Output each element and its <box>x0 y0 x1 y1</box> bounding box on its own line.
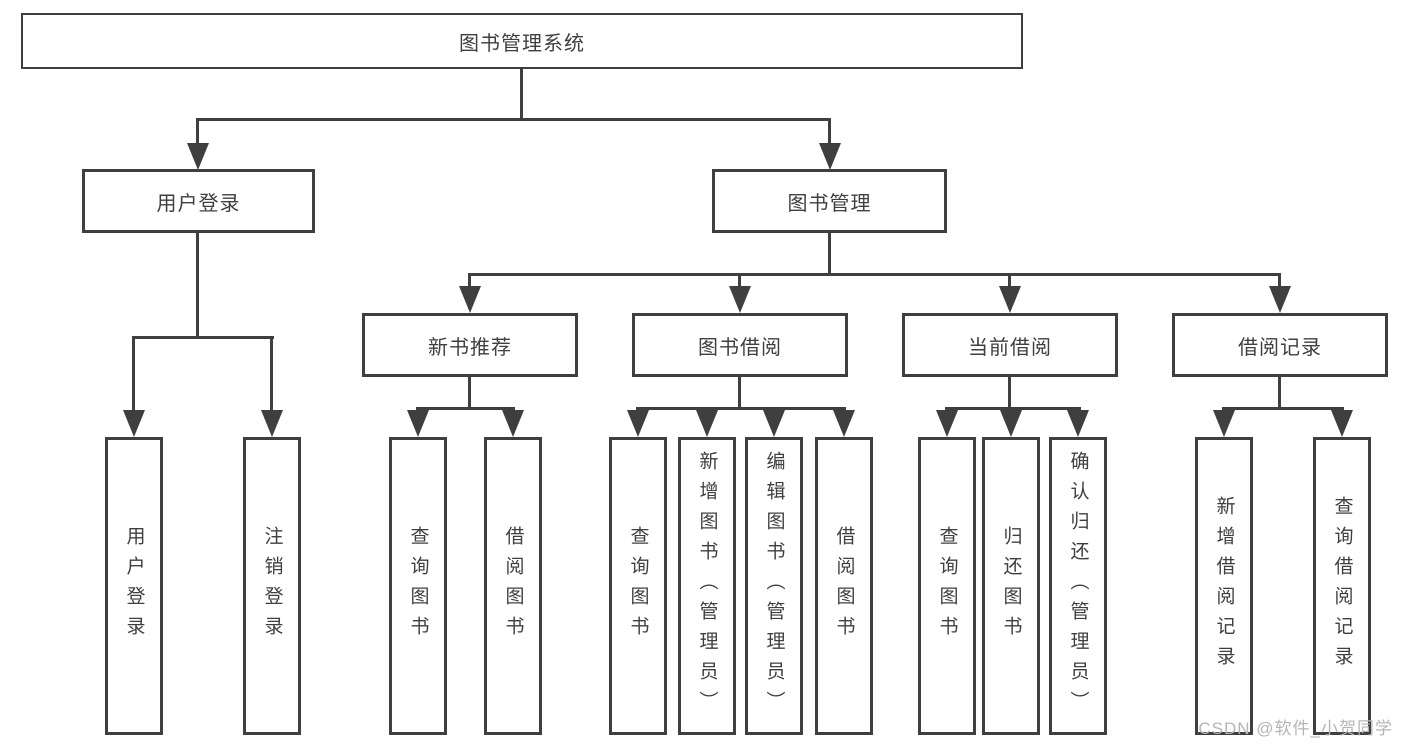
arrowhead-down-icon <box>1000 410 1022 437</box>
leaf-return-books: 归还图书 <box>982 437 1040 735</box>
arrowhead-down-icon <box>833 410 855 437</box>
leaf-label: 归还图书 <box>1000 526 1022 646</box>
leaf-borrow-books: 借阅图书 <box>815 437 873 735</box>
leaf-borrow-books-recommendation: 借阅图书 <box>484 437 542 735</box>
leaf-edit-books-admin: 编辑图书（管理员） <box>745 437 803 735</box>
leaf-query-books-recommendation: 查询图书 <box>389 437 447 735</box>
leaf-label: 查询图书 <box>627 526 649 646</box>
connector-line <box>1222 407 1344 410</box>
csdn-watermark: CSDN @软件_小贺同学 <box>1198 719 1393 738</box>
leaf-confirm-return-admin: 确认归还（管理员） <box>1049 437 1107 735</box>
arrowhead-down-icon <box>696 410 718 437</box>
connector-line <box>270 336 273 412</box>
leaf-query-books-borrowing: 查询图书 <box>609 437 667 735</box>
connector-line <box>468 273 1281 276</box>
leaf-logout: 注销登录 <box>243 437 301 735</box>
arrowhead-down-icon <box>502 410 524 437</box>
connector-line <box>416 407 515 410</box>
node-label: 图书管理系统 <box>459 32 585 55</box>
arrowhead-down-icon <box>187 143 209 170</box>
connector-line <box>132 336 274 339</box>
connector-line <box>196 118 831 121</box>
leaf-label: 用户登录 <box>123 526 145 646</box>
connector-line <box>738 273 741 290</box>
node-label: 用户登录 <box>156 192 241 215</box>
arrowhead-down-icon <box>1067 410 1089 437</box>
connector-line <box>196 118 199 146</box>
leaf-label: 新增图书（管理员） <box>696 451 718 721</box>
connector-line <box>1278 377 1281 410</box>
leaf-add-books-admin: 新增图书（管理员） <box>678 437 736 735</box>
node-library-management-system: 图书管理系统 <box>21 13 1023 69</box>
arrowhead-down-icon <box>261 410 283 437</box>
connector-line <box>1008 377 1011 410</box>
connector-line <box>132 336 135 412</box>
node-borrowing-records: 借阅记录 <box>1172 313 1388 377</box>
leaf-query-books-current: 查询图书 <box>918 437 976 735</box>
leaf-label: 注销登录 <box>261 526 283 646</box>
leaf-label: 编辑图书（管理员） <box>763 451 785 721</box>
node-label: 借阅记录 <box>1238 336 1322 359</box>
connector-line <box>828 233 831 276</box>
connector-line <box>520 69 523 118</box>
node-label: 新书推荐 <box>428 336 512 359</box>
arrowhead-down-icon <box>763 410 785 437</box>
node-current-borrowing: 当前借阅 <box>902 313 1118 377</box>
leaf-label: 确认归还（管理员） <box>1067 451 1089 721</box>
connector-line <box>196 233 199 339</box>
leaf-user-login: 用户登录 <box>105 437 163 735</box>
leaf-label: 查询借阅记录 <box>1331 496 1353 676</box>
arrowhead-down-icon <box>819 143 841 170</box>
node-user-login: 用户登录 <box>82 169 315 233</box>
arrowhead-down-icon <box>123 410 145 437</box>
arrowhead-down-icon <box>1269 286 1291 313</box>
node-label: 当前借阅 <box>968 336 1052 359</box>
node-book-management: 图书管理 <box>712 169 947 233</box>
leaf-label: 查询图书 <box>407 526 429 646</box>
node-new-book-recommendation: 新书推荐 <box>362 313 578 377</box>
arrowhead-down-icon <box>729 286 751 313</box>
arrowhead-down-icon <box>999 286 1021 313</box>
connector-line <box>468 273 471 290</box>
connector-line <box>945 407 1081 410</box>
connector-line <box>636 407 846 410</box>
connector-line <box>468 377 471 410</box>
connector-line <box>828 118 831 146</box>
arrowhead-down-icon <box>936 410 958 437</box>
connector-line <box>738 377 741 410</box>
arrowhead-down-icon <box>407 410 429 437</box>
connector-line <box>1278 273 1281 290</box>
arrowhead-down-icon <box>1331 410 1353 437</box>
arrowhead-down-icon <box>627 410 649 437</box>
connector-line <box>1008 273 1011 290</box>
leaf-label: 借阅图书 <box>833 526 855 646</box>
node-book-borrowing: 图书借阅 <box>632 313 848 377</box>
leaf-label: 查询图书 <box>936 526 958 646</box>
leaf-add-borrow-record: 新增借阅记录 <box>1195 437 1253 735</box>
leaf-label: 新增借阅记录 <box>1213 496 1235 676</box>
node-label: 图书借阅 <box>698 336 782 359</box>
arrowhead-down-icon <box>1213 410 1235 437</box>
arrowhead-down-icon <box>459 286 481 313</box>
node-label: 图书管理 <box>787 192 872 215</box>
leaf-query-borrow-record: 查询借阅记录 <box>1313 437 1371 735</box>
leaf-label: 借阅图书 <box>502 526 524 646</box>
